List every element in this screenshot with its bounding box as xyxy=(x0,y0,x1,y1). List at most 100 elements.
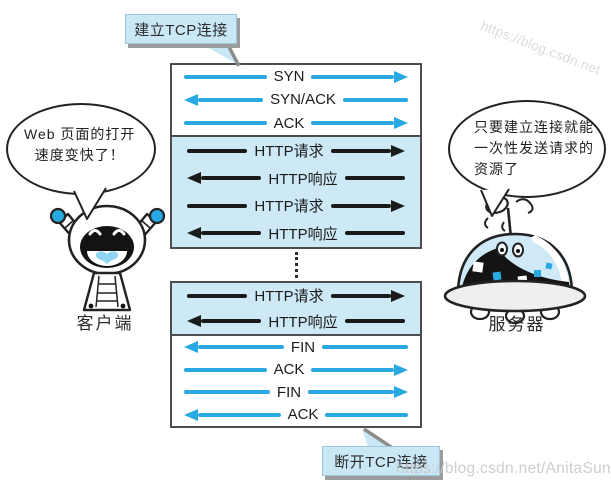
message-arrow-row: SYN xyxy=(172,65,420,88)
message-arrow-row: FIN xyxy=(172,336,420,359)
arrow-line xyxy=(198,412,281,417)
ellipsis-dots-icon xyxy=(294,252,298,278)
arrowhead-left-icon xyxy=(184,93,198,106)
arrow-line xyxy=(184,121,267,126)
arrow-line xyxy=(308,390,395,395)
arrowhead-left-icon xyxy=(184,408,198,421)
robot-heart xyxy=(96,251,118,264)
arrowhead-right-icon xyxy=(394,386,409,399)
robot-right-arm xyxy=(126,212,158,248)
arrow-line xyxy=(311,121,394,126)
server-label: 服务器 xyxy=(488,315,546,334)
server-antenna-squiggles xyxy=(484,198,534,232)
robot-left-foot xyxy=(88,303,94,309)
server-speech-text: 只要建立连接就能 一次性发送请求的 资源了 xyxy=(474,117,594,180)
client-label: 客户端 xyxy=(76,314,134,333)
arrow-line xyxy=(198,345,284,350)
sequence-ellipsis xyxy=(170,249,422,281)
server-pixel-blue-2 xyxy=(503,283,513,293)
arrowhead-right-icon xyxy=(394,70,408,83)
client-robot-illustration xyxy=(49,204,166,312)
arrowhead-left-icon xyxy=(187,315,201,328)
arrowhead-right-icon xyxy=(394,117,408,130)
server-pixel-blue-1 xyxy=(492,271,502,281)
arrow-line xyxy=(330,293,392,298)
server-speech-line-2: 一次性发送请求的 xyxy=(474,140,594,156)
server-face-panel xyxy=(461,248,570,293)
arrow-line xyxy=(184,74,267,79)
robot-left-eye xyxy=(88,229,102,236)
arrowhead-right-icon xyxy=(391,289,406,302)
watermark-top: https://blog.csdn.net xyxy=(478,18,603,78)
server-pixel-blue-3 xyxy=(534,270,541,277)
server-dome-stripe xyxy=(531,235,570,291)
message-label: HTTP请求 xyxy=(254,198,324,216)
message-label: HTTP请求 xyxy=(254,143,324,161)
client-speech-line-1: Web 页面的打开 xyxy=(24,126,136,142)
message-label: HTTP响应 xyxy=(268,313,338,331)
message-label: HTTP响应 xyxy=(268,170,338,188)
server-speech-line-3: 资源了 xyxy=(474,161,519,177)
server-right-eye xyxy=(512,242,524,258)
arrow-line xyxy=(184,390,270,395)
message-label: ACK xyxy=(273,114,305,132)
message-arrow-row: HTTP请求 xyxy=(172,137,420,165)
robot-right-foot xyxy=(120,303,126,309)
message-label: ACK xyxy=(287,406,319,424)
arrow-line xyxy=(325,412,408,417)
message-arrow-row: HTTP响应 xyxy=(172,309,420,335)
server-dome xyxy=(456,232,574,296)
robot-right-hand xyxy=(148,207,166,225)
arrow-line xyxy=(344,231,406,236)
message-arrow-row: HTTP响应 xyxy=(172,220,420,248)
arrow-line xyxy=(311,74,394,79)
server-pixel-white-2 xyxy=(517,275,528,286)
server-left-pupil xyxy=(500,248,504,252)
message-label: SYN/ACK xyxy=(270,91,336,109)
robot-body-ladder xyxy=(95,275,119,308)
arrowhead-right-icon xyxy=(391,199,406,212)
arrow-line xyxy=(322,345,409,350)
arrow-line xyxy=(344,319,406,324)
close-tcp-callout: 断开TCP连接 xyxy=(322,446,440,476)
message-label: ACK xyxy=(273,361,305,379)
robot-smile xyxy=(87,251,127,266)
arrowhead-left-icon xyxy=(184,341,198,354)
message-arrow-row: SYN/ACK xyxy=(172,88,420,111)
message-arrow-row: ACK xyxy=(172,112,420,135)
robot-mouth xyxy=(80,226,134,268)
server-speech-line-1: 只要建立连接就能 xyxy=(474,119,594,135)
server-pixel-blue-4 xyxy=(545,262,553,270)
client-speech-bubble xyxy=(6,103,156,195)
message-arrow-row: HTTP请求 xyxy=(172,192,420,220)
server-antenna xyxy=(506,207,514,249)
section-tcp-close: FIN ACK FIN ACK xyxy=(170,334,422,428)
arrowhead-left-icon xyxy=(187,227,201,240)
message-arrow-row: ACK xyxy=(172,404,420,427)
section-tcp-connect: SYN SYN/ACK ACK xyxy=(170,63,422,137)
arrowhead-right-icon xyxy=(394,363,408,376)
message-arrow-row: ACK xyxy=(172,359,420,382)
section-http-exchange-2: HTTP请求 HTTP响应 xyxy=(170,281,422,336)
arrow-line xyxy=(184,367,267,372)
message-label: HTTP请求 xyxy=(254,288,324,306)
arrow-line xyxy=(201,319,262,324)
client-speech-line-2: 速度变快了！ xyxy=(34,147,125,163)
message-arrow-row: FIN xyxy=(172,381,420,404)
robot-left-hand xyxy=(49,207,67,225)
robot-right-arm-stripes xyxy=(134,219,151,236)
message-arrow-row: HTTP响应 xyxy=(172,165,420,193)
server-speech-bubble xyxy=(448,100,606,198)
robot-head xyxy=(67,204,147,276)
message-label: HTTP响应 xyxy=(268,225,338,243)
server-right-pupil xyxy=(516,249,520,253)
arrow-line xyxy=(187,203,248,208)
establish-tcp-callout: 建立TCP连接 xyxy=(125,14,237,44)
robot-left-arm xyxy=(57,212,89,248)
arrow-line xyxy=(330,203,392,208)
arrow-line xyxy=(201,176,262,181)
bottom-callout-tail xyxy=(362,429,393,447)
arrow-line xyxy=(187,148,248,153)
server-antenna-dish xyxy=(485,195,509,215)
